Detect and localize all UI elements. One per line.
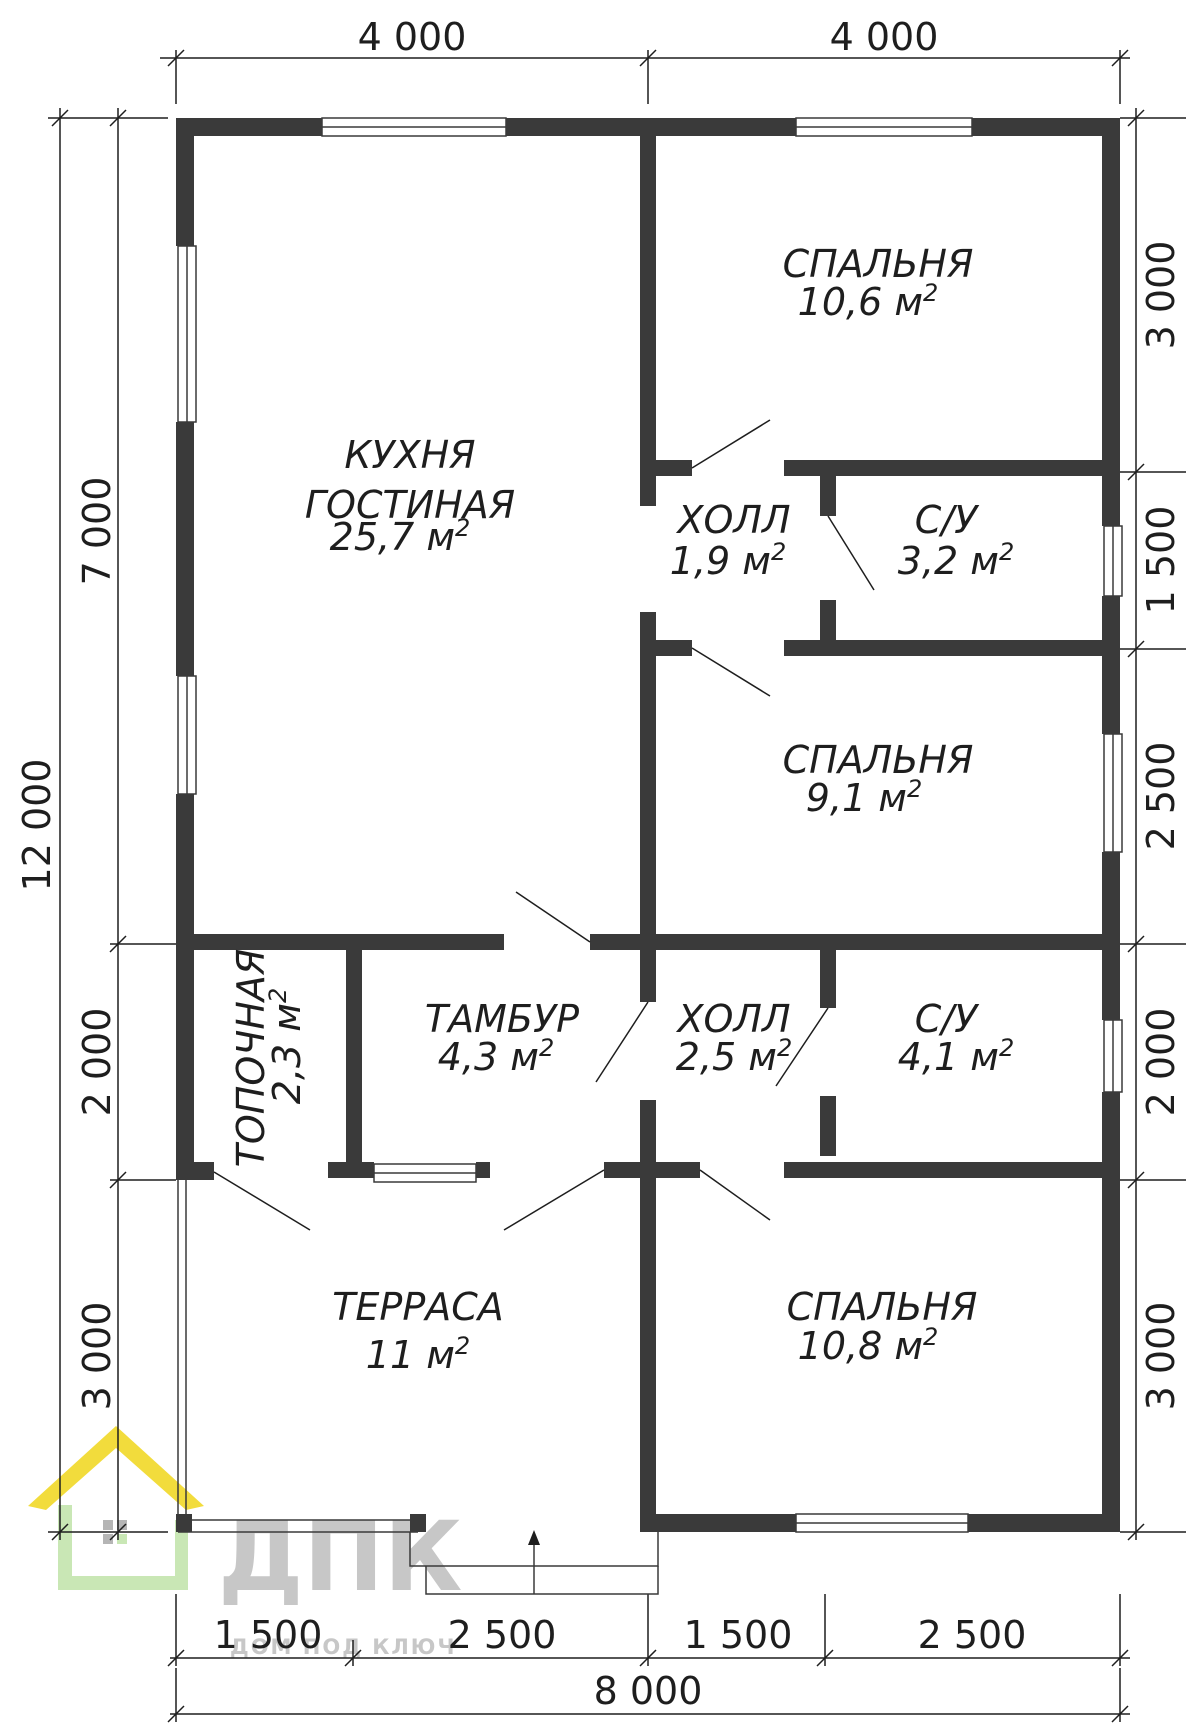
hall-top-label: ХОЛЛ — [675, 498, 790, 542]
logo-subtitle: ДОМ ПОД КЛЮЧ — [230, 1635, 456, 1659]
dim-right-2: 1 500 — [1139, 506, 1183, 615]
furnace-area: 2,3 м2 — [264, 988, 309, 1104]
kitchen-label-2: ГОСТИНАЯ — [305, 483, 515, 527]
door-bedroom-top — [691, 419, 771, 469]
kitchen-area: 25,7 м2 — [330, 514, 471, 559]
window-right-bath-top — [1103, 525, 1123, 597]
entrance-arrow-head — [528, 1530, 540, 1545]
window-right-bath-bottom — [1103, 1019, 1123, 1093]
dimension-labels: 4 000 4 000 1 500 2 500 1 500 2 500 8 00… — [15, 15, 1183, 1713]
door-bedroom-mid — [691, 647, 771, 697]
hall-top-area: 1,9 м2 — [670, 538, 786, 583]
bedroom-top-area: 10,6 м2 — [798, 279, 939, 324]
vestibule-area: 4,3 м2 — [438, 1034, 554, 1079]
dim-left-2: 2 000 — [75, 1008, 119, 1117]
vestibule-label: ТАМБУР — [425, 997, 579, 1041]
door-kitchen — [515, 891, 591, 943]
door-vestibule-hall — [595, 1001, 649, 1083]
window-right-bedroom-mid — [1103, 733, 1123, 853]
terrace-outline — [177, 1180, 659, 1595]
terrace-label: ТЕРРАСА — [332, 1285, 504, 1329]
furnace-label: ТОПОЧНАЯ — [229, 949, 273, 1168]
bath-top-area: 3,2 м2 — [898, 538, 1014, 583]
dim-right-3: 2 500 — [1139, 742, 1183, 851]
bath-top-label: С/У — [915, 498, 980, 542]
dim-left-total: 12 000 — [15, 759, 59, 892]
window-top-right — [795, 117, 973, 137]
dim-right-1: 3 000 — [1139, 241, 1183, 350]
window-top-left — [321, 117, 507, 137]
bath-bottom-label: С/У — [915, 997, 980, 1041]
dim-bottom-total: 8 000 — [594, 1669, 703, 1713]
walls — [176, 118, 1120, 1532]
dim-right-5: 3 000 — [1139, 1302, 1183, 1411]
bedroom-top-label: СПАЛЬНЯ — [783, 242, 974, 286]
logo-window-icon — [103, 1520, 113, 1530]
dim-top-left: 4 000 — [358, 15, 467, 59]
bedroom-bottom-label: СПАЛЬНЯ — [787, 1285, 978, 1329]
bedroom-mid-label: СПАЛЬНЯ — [783, 738, 974, 782]
dim-bottom-4: 2 500 — [918, 1613, 1027, 1657]
door-terrace — [503, 1169, 605, 1231]
door-swings — [213, 419, 875, 1231]
bedroom-mid-area: 9,1 м2 — [806, 775, 922, 820]
bath-bottom-area: 4,1 м2 — [898, 1034, 1014, 1079]
dim-bottom-1: 1 500 — [214, 1613, 323, 1657]
dim-top-right: 4 000 — [830, 15, 939, 59]
door-furnace — [213, 1171, 311, 1231]
door-bath-top — [827, 515, 875, 591]
window-left-lower — [177, 675, 197, 795]
room-labels: КУХНЯ ГОСТИНАЯ 25,7 м2 СПАЛЬНЯ 10,6 м2 Х… — [229, 242, 1014, 1377]
window-vestibule — [373, 1163, 477, 1183]
window-left-upper — [177, 245, 197, 423]
dim-left-1: 7 000 — [75, 477, 119, 586]
logo-house-base-icon — [58, 1505, 188, 1590]
door-bedroom-bottom — [699, 1169, 771, 1221]
hall-bottom-label: ХОЛЛ — [675, 997, 790, 1041]
dim-left-3: 3 000 — [75, 1302, 119, 1411]
hall-bottom-area: 2,5 м2 — [676, 1034, 792, 1079]
dimension-lines — [48, 49, 1186, 1723]
door-bath-bottom — [775, 1007, 829, 1087]
kitchen-label: КУХНЯ — [344, 433, 475, 477]
dim-bottom-3: 1 500 — [684, 1613, 793, 1657]
dim-right-4: 2 000 — [1139, 1008, 1183, 1117]
bedroom-bottom-area: 10,8 м2 — [798, 1323, 939, 1368]
dim-bottom-2: 2 500 — [448, 1613, 557, 1657]
window-bottom-right — [795, 1513, 969, 1533]
terrace-area: 11 м2 — [366, 1332, 470, 1377]
